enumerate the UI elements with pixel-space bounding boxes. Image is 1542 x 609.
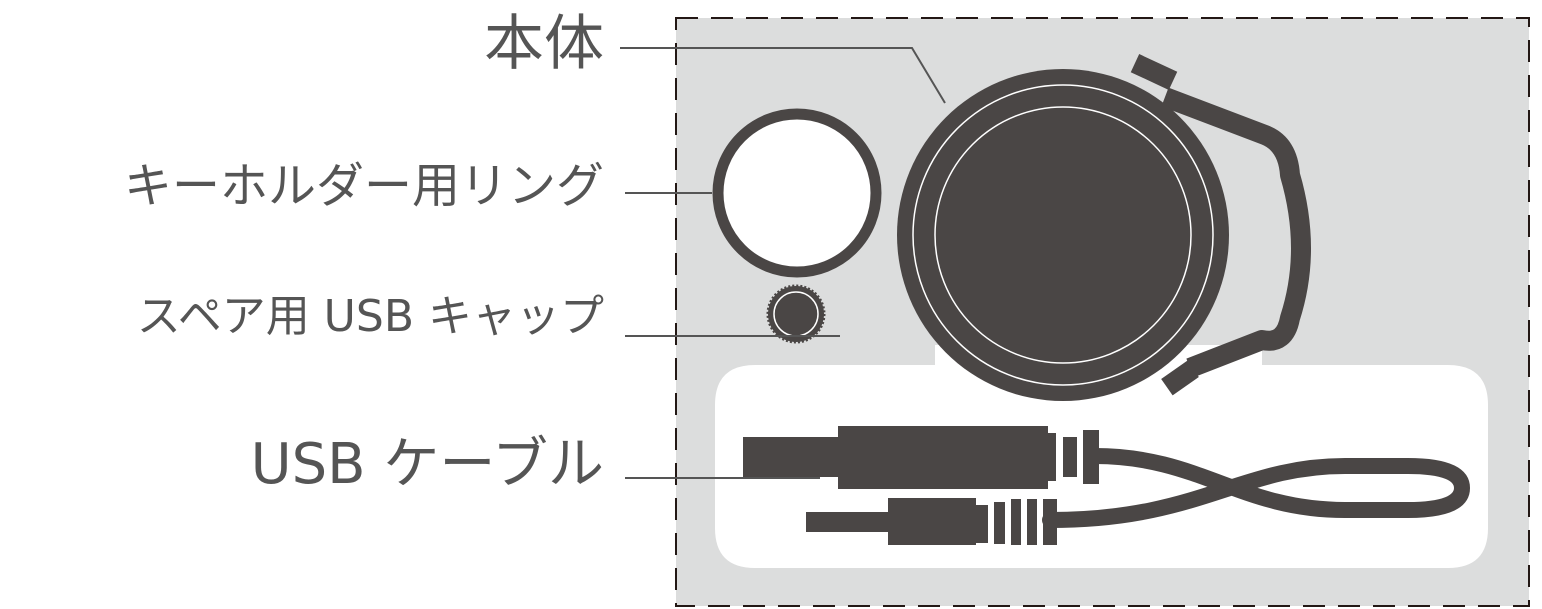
main-body (897, 54, 1311, 401)
micro-usb-housing (888, 498, 976, 545)
usb-a-plug (743, 437, 843, 477)
keyholder-ring (712, 108, 882, 278)
strap-loop (1161, 87, 1311, 378)
spare-usb-cap-outer (766, 284, 826, 344)
leader-line-body (620, 47, 946, 104)
usb-cable (743, 426, 1471, 545)
usb-a-collar (1046, 433, 1056, 481)
micro-usb-ridge-3 (1011, 499, 1021, 545)
dashed-border (675, 17, 1530, 607)
body-disc (897, 69, 1229, 401)
body-inner-ring-inner (934, 106, 1192, 364)
micro-usb-ridge-4 (1027, 499, 1037, 545)
label-body: 本体 (484, 9, 604, 79)
micro-usb-ridge-2 (994, 502, 1005, 544)
label-usb-cable: USB ケーブル (250, 432, 604, 497)
body-inner-ring-outer (912, 84, 1214, 386)
usb-a-housing (838, 426, 1048, 489)
micro-usb-ridge-1 (976, 505, 988, 543)
label-keyholder-ring: キーホルダー用リング (123, 158, 604, 214)
micro-usb-tip (806, 512, 896, 532)
usb-a-ridge-2 (1083, 430, 1099, 484)
usb-a-ridge-1 (1063, 437, 1077, 477)
cable-loop (1042, 448, 1471, 528)
strap-tab-bottom (1161, 360, 1199, 396)
spare-usb-cap (766, 284, 826, 344)
label-spare-usb-cap: スペア用 USB キャップ (136, 291, 604, 342)
micro-usb-ridge-5 (1043, 499, 1057, 545)
strap-tab-top (1130, 54, 1178, 90)
